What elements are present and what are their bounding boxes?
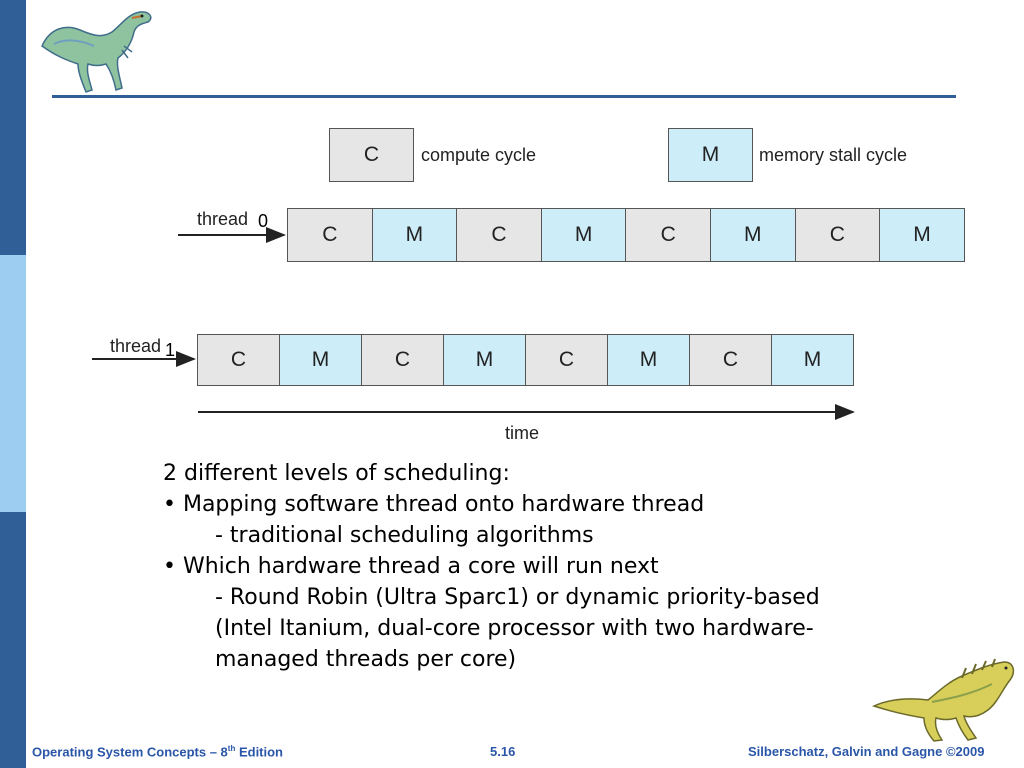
footer-title-sup: th — [227, 744, 236, 753]
thread-0-cycle-memory: M — [879, 208, 965, 262]
legend-compute-box: C — [329, 128, 414, 182]
dinosaur-logo-icon — [41, 11, 152, 93]
thread-1-cycle-memory: M — [607, 334, 690, 386]
body-line-1: 2 different levels of scheduling: — [163, 461, 510, 486]
footer-title: Operating System Concepts – 8 — [32, 744, 228, 760]
body-line-4: • Which hardware thread a core will run … — [163, 554, 659, 579]
sidebar-middle-segment — [0, 255, 26, 512]
thread-0-label: thread — [197, 209, 249, 229]
thread-0-cycle-compute: C — [794, 208, 881, 262]
legend-memory-label: memory stall cycle — [759, 145, 908, 165]
body-text: 2 different levels of scheduling: • Mapp… — [163, 458, 963, 675]
legend-memory-box: M — [668, 128, 753, 182]
legend-compute-label: compute cycle — [421, 145, 537, 165]
body-line-2: • Mapping software thread onto hardware … — [163, 492, 705, 517]
thread-0-cycle-memory: M — [371, 208, 458, 262]
thread-1-cycle-memory: M — [771, 334, 854, 386]
thread-0-cycle-memory: M — [710, 208, 796, 262]
sidebar-bottom-segment — [0, 512, 26, 768]
footer-copyright: Silberschatz, Galvin and Gagne ©2009 — [748, 744, 985, 759]
footer-left: Operating System Concepts – 8th Edition — [32, 744, 283, 759]
thread-1-index: 1 — [165, 340, 176, 360]
thread-1-cycle-compute: C — [689, 334, 772, 386]
body-line-7: managed threads per core) — [215, 647, 517, 672]
footer-title-edition: Edition — [235, 744, 284, 760]
footer-page-number: 5.16 — [490, 744, 516, 759]
dinosaur-corner-icon — [872, 658, 1015, 742]
thread-0-cycle-compute: C — [287, 208, 373, 262]
time-label: time — [505, 423, 540, 443]
body-line-3: - traditional scheduling algorithms — [215, 523, 594, 548]
thread-1-cycle-compute: C — [525, 334, 608, 386]
thread-0-cycle-compute: C — [456, 208, 542, 262]
thread-1-cycle-compute: C — [197, 334, 280, 386]
thread-1-cycle-compute: C — [361, 334, 444, 386]
thread-0-cycle-compute: C — [625, 208, 711, 262]
body-line-6: (Intel Itanium, dual-core processor with… — [215, 616, 814, 641]
thread-0-cycle-memory: M — [540, 208, 627, 262]
body-line-5: - Round Robin (Ultra Sparc1) or dynamic … — [215, 585, 820, 610]
thread-1-cycle-memory: M — [443, 334, 526, 386]
left-sidebar — [0, 0, 26, 768]
sidebar-top-segment — [0, 0, 26, 255]
header-rule — [52, 95, 956, 98]
thread-1-label: thread — [110, 336, 162, 356]
thread-0-index: 0 — [258, 211, 269, 231]
thread-1-cycle-memory: M — [279, 334, 362, 386]
